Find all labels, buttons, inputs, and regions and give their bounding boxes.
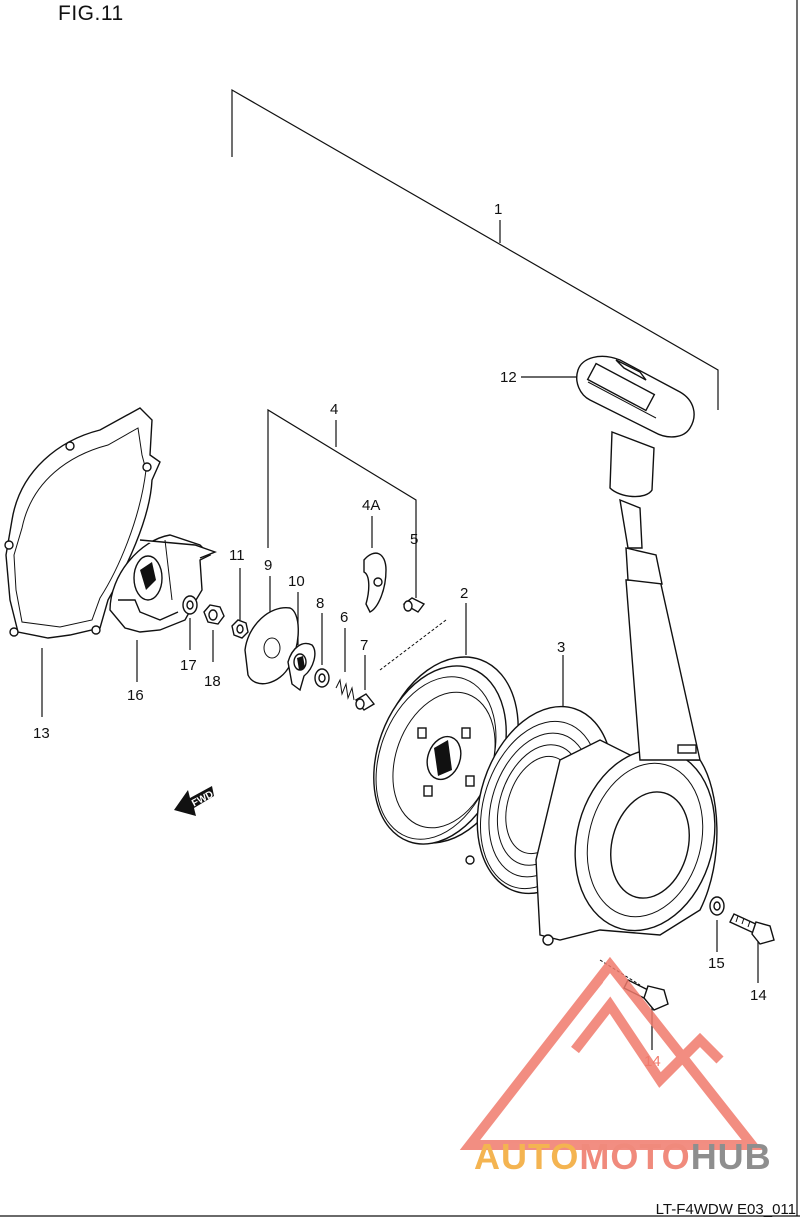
callout-6: 6 [340,609,348,626]
collar-7 [354,693,376,711]
figure-title: FIG.11 [58,2,124,25]
callout-10: 10 [288,573,305,590]
fwd-label: FWD [190,789,215,809]
guide-10 [287,642,316,692]
callout-11: 11 [229,547,245,564]
watermark-logo [459,956,763,1150]
callout-3: 3 [557,639,565,656]
washer-8 [314,668,330,688]
callout-16: 16 [127,687,144,704]
callout-5: 5 [410,531,418,548]
leader-lines [41,376,759,1050]
bolt-14-lower [623,979,669,1011]
starter-cup-16 [109,534,217,633]
watermark-hub: HUB [690,1136,772,1177]
ratchet-4a [363,552,387,613]
callout-14-lower: 14 [644,1053,661,1070]
callout-1: 1 [494,201,502,218]
callout-8: 8 [316,595,324,612]
spring-6 [335,678,355,701]
callout-15: 15 [708,955,725,972]
callout-18: 18 [204,673,221,690]
nut-17 [203,604,225,625]
watermark-text: AUTOMOTOHUB [474,1136,772,1178]
assembly-bracket-1 [231,88,719,410]
callout-14-right: 14 [750,987,767,1004]
figure-code: LT-F4WDW E03_011 [655,1201,796,1218]
callout-2: 2 [460,585,468,602]
washer-15 [709,896,725,916]
assembly-bracket-4 [267,408,417,548]
fwd-arrow: FWD [174,786,215,816]
callout-4: 4 [330,401,338,418]
bolt-14-right [729,913,775,945]
callout-17: 17 [180,657,197,674]
handle-12 [576,355,695,585]
callout-13: 13 [33,725,50,742]
callout-12: 12 [500,369,517,386]
watermark-auto: AUTO [474,1136,580,1177]
callout-4a: 4A [362,497,380,514]
pin-5 [402,597,426,613]
friction-plate-9 [244,607,299,685]
callout-labels: 1 2 3 4 4A 5 6 7 8 9 10 11 12 13 14 14 1… [33,201,767,1070]
callout-7: 7 [360,637,368,654]
gasket-13 [4,407,161,639]
watermark-moto: MOTO [579,1136,691,1177]
washer-18 [182,595,198,615]
callout-9: 9 [264,557,272,574]
nut-11 [231,619,249,639]
starter-case-3 [465,579,718,946]
